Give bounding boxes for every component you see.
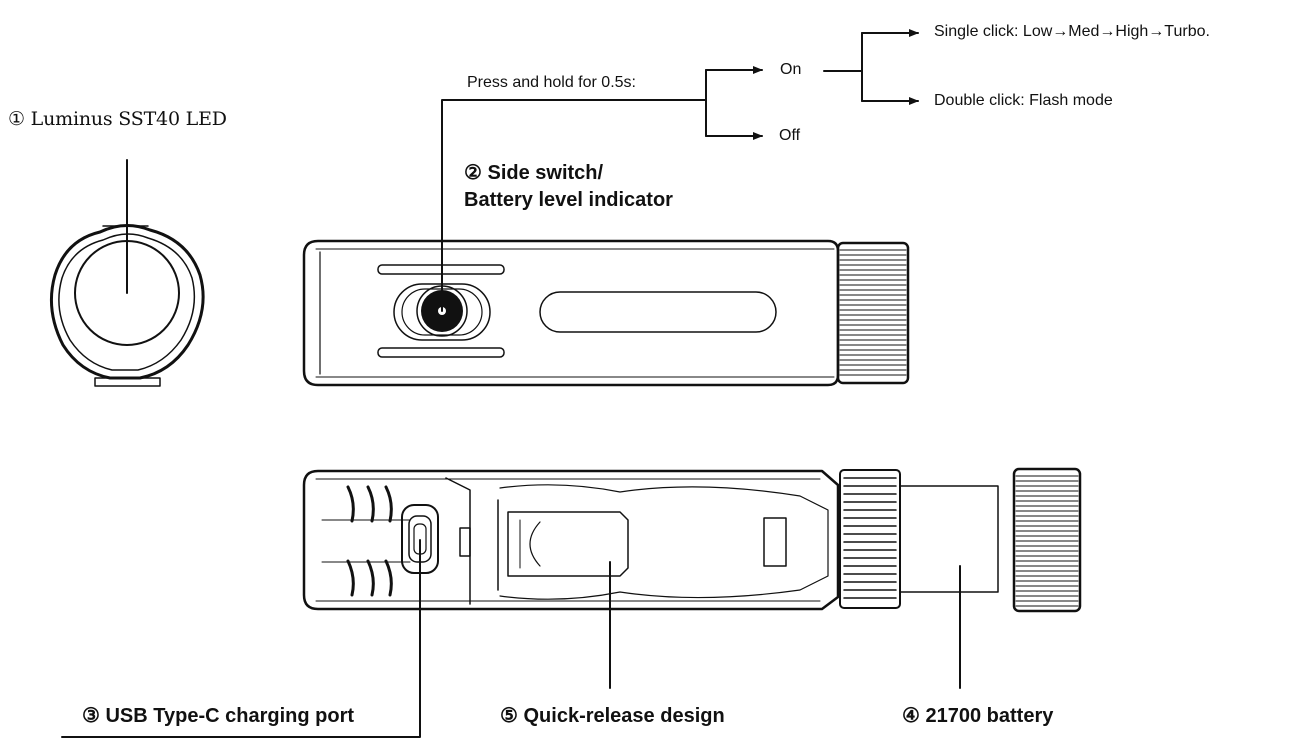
battery-label: ④ 21700 battery [902,705,1054,727]
switch-flow-lines [441,29,919,312]
on-label: On [780,61,802,78]
usb-port-label: ③ USB Type-C charging port [82,705,355,727]
switch-label-line2: Battery level indicator [464,189,673,211]
bottom-leader-lines [61,539,961,738]
single-click-label: Single click: Low→Med→High→Turbo. [934,23,1210,40]
top-body [302,239,910,387]
led-label: ① Luminus SST40 LED [8,108,227,130]
off-label: Off [779,127,801,144]
double-click-label: Double click: Flash mode [934,92,1113,109]
front-view-head [49,224,205,387]
press-hold-label: Press and hold for 0.5s: [467,74,636,91]
quick-release-label: ⑤ Quick-release design [500,705,725,727]
switch-label-line1: ② Side switch/ [464,162,604,184]
bottom-body [302,467,1082,613]
